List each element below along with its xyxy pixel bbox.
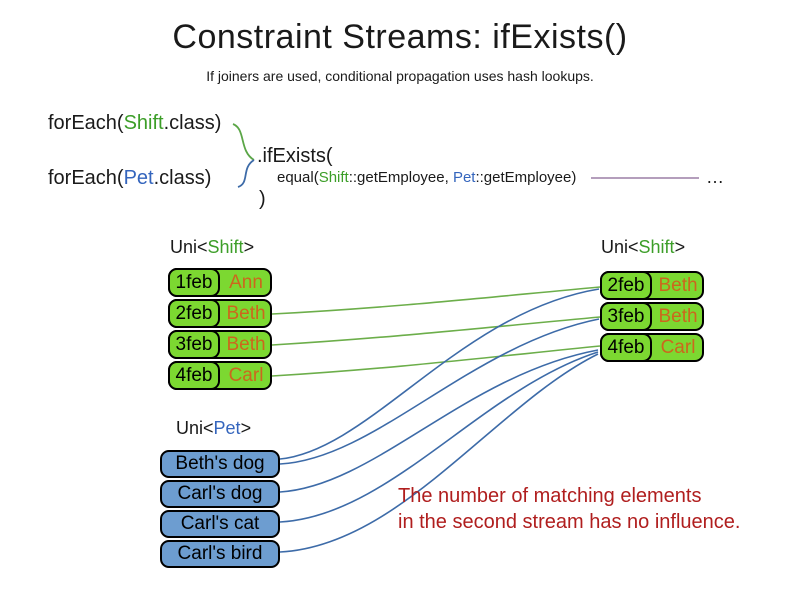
pet-class-token: Pet <box>213 418 241 438</box>
lookup-line-beths-dog-to-3feb <box>279 318 600 465</box>
employee-cell: Carl <box>228 364 264 386</box>
employee-cell: Beth <box>658 274 698 296</box>
pet-table-label: Uni<Pet> <box>176 418 251 439</box>
note-line-1: The number of matching elements <box>398 485 702 507</box>
shift-row-4feb-carl: Carl 4feb <box>168 361 272 390</box>
note-line-2: in the second stream has no influence. <box>398 511 741 533</box>
code-ellipsis: … <box>706 167 724 187</box>
code-close-paren: ) <box>259 188 266 210</box>
shift-propagation-line-3feb <box>271 316 601 346</box>
shift-class-token: Shift <box>207 237 244 257</box>
lookup-line-beths-dog-to-2feb <box>279 288 600 460</box>
shift-row-2feb-beth: Beth 2feb <box>168 299 272 328</box>
employee-cell: Beth <box>658 305 698 327</box>
code-text: forEach( <box>48 112 124 134</box>
employee-cell: Carl <box>660 336 696 358</box>
shift-class-token: Shift <box>318 169 349 186</box>
pet-row-carls-dog: Carl's dog <box>160 480 280 508</box>
shift-row-3feb-beth: Beth 3feb <box>600 302 704 331</box>
note-text: The number of matching elements in the s… <box>398 483 740 535</box>
shift-row-4feb-carl: Carl 4feb <box>600 333 704 362</box>
code-text: .class) <box>153 167 212 189</box>
date-cell: 3feb <box>600 302 652 331</box>
date-cell: 2feb <box>168 299 220 328</box>
date-cell: 1feb <box>168 268 220 297</box>
pet-row-carls-bird: Carl's bird <box>160 540 280 568</box>
date-cell: 2feb <box>600 271 652 300</box>
slide-title: Constraint Streams: ifExists() <box>172 18 628 56</box>
slide-subtitle: If joiners are used, conditional propaga… <box>206 68 594 84</box>
date-cell: 3feb <box>168 330 220 359</box>
brace-shift-curve <box>232 123 255 161</box>
left-shift-table-label: Uni<Shift> <box>170 237 254 258</box>
shift-propagation-line-4feb <box>271 345 601 377</box>
lookup-line-carls-dog-to-4feb <box>279 349 599 493</box>
code-text: equal( <box>277 169 319 186</box>
date-cell: 4feb <box>600 333 652 362</box>
code-equal-joiner: equal(Shift::getEmployee, Pet::getEmploy… <box>277 169 576 186</box>
code-foreach-shift: forEach(Shift.class) <box>48 112 221 135</box>
label-text: > <box>674 237 686 257</box>
right-shift-table-label: Uni<Shift> <box>601 237 685 258</box>
employee-cell: Ann <box>229 271 263 293</box>
code-ifexists: .ifExists( <box>257 145 333 167</box>
shift-row-1feb-ann: Ann 1feb <box>168 268 272 297</box>
label-text: > <box>243 237 255 257</box>
pet-class-token: Pet <box>123 167 154 189</box>
shift-class-token: Shift <box>123 112 164 134</box>
label-text: Uni< <box>176 418 214 438</box>
label-text: Uni< <box>170 237 208 257</box>
pet-class-token: Pet <box>452 169 476 186</box>
code-text: forEach( <box>48 167 124 189</box>
code-text: ::getEmployee) <box>475 169 577 186</box>
label-text: Uni< <box>601 237 639 257</box>
shift-class-token: Shift <box>638 237 675 257</box>
employee-cell: Beth <box>226 333 266 355</box>
code-foreach-pet: forEach(Pet.class) <box>48 167 211 190</box>
pet-table: Beth's dog Carl's dog Carl's cat Carl's … <box>160 450 280 570</box>
code-text: ::getEmployee, <box>348 169 453 186</box>
pet-row-beths-dog: Beth's dog <box>160 450 280 478</box>
shift-propagation-line-2feb <box>271 286 601 315</box>
shift-row-2feb-beth: Beth 2feb <box>600 271 704 300</box>
employee-cell: Beth <box>226 302 266 324</box>
date-cell: 4feb <box>168 361 220 390</box>
brace-pet-curve <box>237 159 255 188</box>
left-shift-table: Ann 1feb Beth 2feb Beth 3feb Carl 4feb <box>168 268 272 392</box>
right-shift-table: Beth 2feb Beth 3feb Carl 4feb <box>600 271 704 364</box>
pet-row-carls-cat: Carl's cat <box>160 510 280 538</box>
label-text: > <box>240 418 252 438</box>
shift-row-3feb-beth: Beth 3feb <box>168 330 272 359</box>
code-text: .class) <box>163 112 222 134</box>
